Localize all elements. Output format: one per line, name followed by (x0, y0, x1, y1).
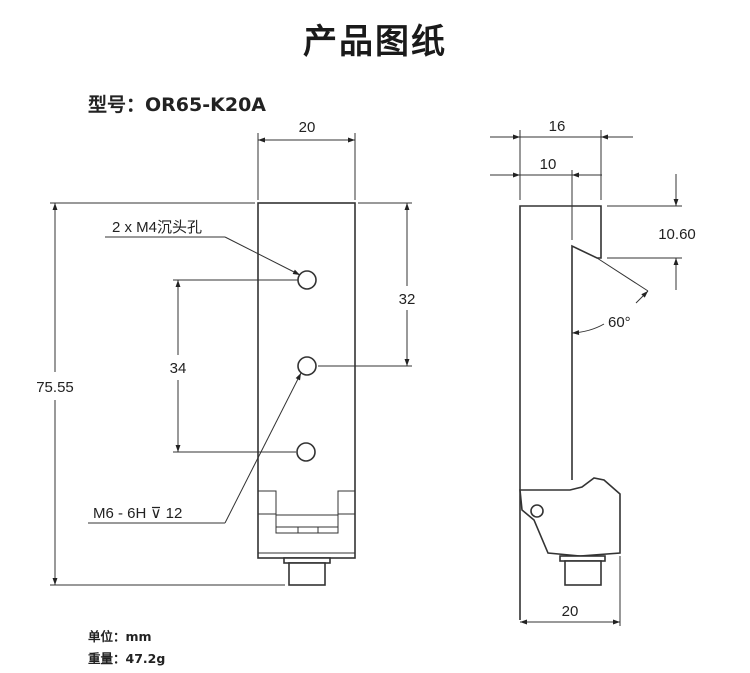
side-pin-hole (530, 504, 544, 518)
top-to-hole-dim: 32 (399, 291, 416, 308)
front-width-dim: 20 (299, 119, 316, 136)
slot-height-dim: 10.60 (658, 226, 696, 243)
front-bracket (258, 490, 355, 554)
angle-dim: 60° (608, 314, 631, 331)
model-label: 型号： (88, 94, 146, 116)
hole-spacing-dim: 34 (170, 360, 187, 377)
front-view: 20 75.55 34 32 2 x M4沉头孔 M6 - 6H ⊽ 12 (36, 119, 416, 586)
unit-note: 单位：mm (88, 629, 152, 644)
mount-hole-bottom (296, 442, 316, 462)
front-body-outline (257, 202, 356, 559)
slot-width-dim: 10 (540, 156, 557, 173)
front-height-dim: 75.55 (36, 379, 74, 396)
model-value: OR65-K20A (145, 94, 266, 116)
thread-note: M6 - 6H ⊽ 12 (93, 505, 182, 522)
countersink-note: 2 x M4沉头孔 (112, 219, 202, 236)
weight-note: 重量：47.2g (88, 651, 166, 666)
thread-hole (297, 356, 317, 376)
mount-hole-top (297, 270, 317, 290)
side-view: 16 10 10.60 60° 20 (490, 118, 696, 626)
side-connector (564, 560, 602, 586)
connector (288, 562, 326, 586)
side-depth-dim: 16 (549, 118, 566, 135)
model-number: 型号：OR65-K20A (88, 90, 266, 117)
side-bottom-width-dim: 20 (562, 603, 579, 620)
page-title: 产品图纸 (303, 22, 447, 62)
side-bracket (519, 477, 621, 557)
